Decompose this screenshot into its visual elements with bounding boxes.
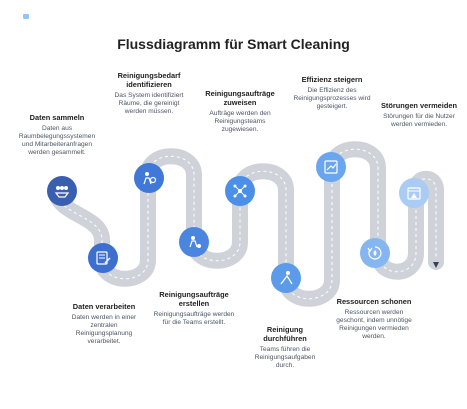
step-heading: Reinigung durchführen — [263, 325, 307, 343]
wave-path-dashes — [55, 148, 437, 300]
step-node-1 — [47, 176, 77, 206]
avoid-disruptions-icon — [407, 187, 421, 200]
step-heading: Reinigungsaufträge zuweisen — [205, 89, 275, 107]
step-node-5 — [225, 176, 255, 206]
step-node-2 — [88, 243, 118, 273]
step-1: Daten sammeln Daten aus Raumbelegungssys… — [18, 113, 96, 157]
step-heading: Effizienz steigern — [301, 75, 363, 84]
step-heading: Ressourcen schonen — [336, 297, 412, 306]
step-description: Daten werden in einer zentralen Reinigun… — [71, 314, 137, 345]
identify-needs-icon — [143, 172, 157, 185]
step-description: Die Effizienz des Reinigungsprozesses wi… — [293, 87, 371, 110]
step-4: Reinigungsaufträge erstellen Reinigungsa… — [150, 290, 238, 327]
step-description: Daten aus Raumbelegungssystemen und Mita… — [18, 125, 96, 156]
assign-orders-icon — [233, 184, 247, 198]
step-description: Aufträge werden den Reinigungsteams zuge… — [209, 110, 271, 133]
step-6: Reinigung durchführen Teams führen die R… — [245, 325, 325, 370]
step-node-8 — [360, 238, 390, 268]
step-5: Reinigungsaufträge zuweisen Aufträge wer… — [198, 89, 282, 134]
step-description: Teams führen die Reinigungsaufgaben durc… — [254, 346, 316, 369]
step-node-7 — [316, 152, 346, 182]
step-node-9 — [399, 178, 429, 208]
cleaning-icon — [280, 271, 293, 285]
data-collection-icon — [54, 186, 70, 198]
step-heading: Reinigungsaufträge erstellen — [159, 290, 229, 308]
step-8: Ressourcen schonen Ressourcen werden ges… — [334, 297, 414, 341]
step-3: Reinigungsbedarf identifizieren Das Syst… — [110, 71, 188, 116]
step-description: Ressourcen werden geschont, indem unnöti… — [336, 309, 412, 340]
step-9: Störungen vermeiden Störungen für die Nu… — [380, 101, 458, 129]
step-heading: Störungen vermeiden — [381, 101, 457, 110]
step-7: Effizienz steigern Die Effizienz des Rei… — [290, 75, 374, 111]
step-description: Störungen für die Nutzer werden vermiede… — [383, 113, 455, 128]
arrow-head-icon — [433, 262, 439, 268]
step-node-3 — [134, 163, 164, 193]
efficiency-icon — [324, 160, 338, 174]
resources-icon — [367, 246, 382, 260]
create-orders-icon — [189, 236, 201, 248]
wave-path — [48, 141, 444, 307]
step-description: Das System identifiziert Räume, die gere… — [114, 92, 184, 115]
step-heading: Daten sammeln — [29, 113, 85, 122]
step-description: Reinigungsaufträge werden für die Teams … — [153, 311, 235, 326]
step-node-6 — [271, 263, 301, 293]
step-2: Daten verarbeiten Daten werden in einer … — [70, 302, 138, 346]
logo — [23, 14, 31, 20]
step-node-4 — [179, 227, 209, 257]
step-heading: Reinigungsbedarf identifizieren — [117, 71, 181, 89]
page-title: Flussdiagramm für Smart Cleaning — [117, 36, 350, 52]
step-heading: Daten verarbeiten — [72, 302, 136, 311]
data-processing-icon — [96, 251, 111, 265]
